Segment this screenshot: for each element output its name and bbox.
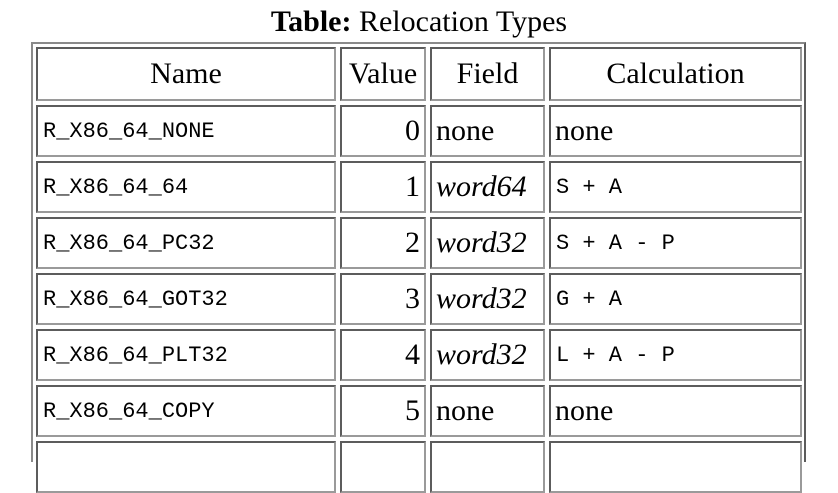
relocation-types-table: Name Value Field Calculation R_X86_64_NO… xyxy=(31,42,806,493)
row-value: 2 xyxy=(340,217,426,269)
row-value: 1 xyxy=(340,161,426,213)
caption-title: Relocation Types xyxy=(351,5,568,38)
row-cutoff xyxy=(340,441,426,493)
row-field: word64 xyxy=(430,161,545,213)
row-name: R_X86_64_PC32 xyxy=(36,217,336,269)
header-calculation: Calculation xyxy=(549,47,802,101)
row-calculation: L + A - P xyxy=(549,329,802,381)
row-calculation: none xyxy=(549,105,802,157)
row-calculation: none xyxy=(549,385,802,437)
row-cutoff xyxy=(430,441,545,493)
row-field: word32 xyxy=(430,273,545,325)
row-name: R_X86_64_NONE xyxy=(36,105,336,157)
row-name: R_X86_64_COPY xyxy=(36,385,336,437)
row-field: none xyxy=(430,105,545,157)
row-field: none xyxy=(430,385,545,437)
header-field: Field xyxy=(430,47,545,101)
row-name: R_X86_64_64 xyxy=(36,161,336,213)
caption-label: Table: xyxy=(270,5,352,38)
header-name: Name xyxy=(36,47,336,101)
row-field: word32 xyxy=(430,329,545,381)
table-caption: Table: Relocation Types xyxy=(0,4,838,40)
row-value: 3 xyxy=(340,273,426,325)
header-value: Value xyxy=(340,47,426,101)
row-name: R_X86_64_PLT32 xyxy=(36,329,336,381)
row-cutoff xyxy=(36,441,336,493)
row-cutoff xyxy=(549,441,802,493)
row-value: 0 xyxy=(340,105,426,157)
row-calculation: S + A xyxy=(549,161,802,213)
row-value: 5 xyxy=(340,385,426,437)
row-name: R_X86_64_GOT32 xyxy=(36,273,336,325)
row-value: 4 xyxy=(340,329,426,381)
row-calculation: G + A xyxy=(549,273,802,325)
row-calculation: S + A - P xyxy=(549,217,802,269)
row-field: word32 xyxy=(430,217,545,269)
